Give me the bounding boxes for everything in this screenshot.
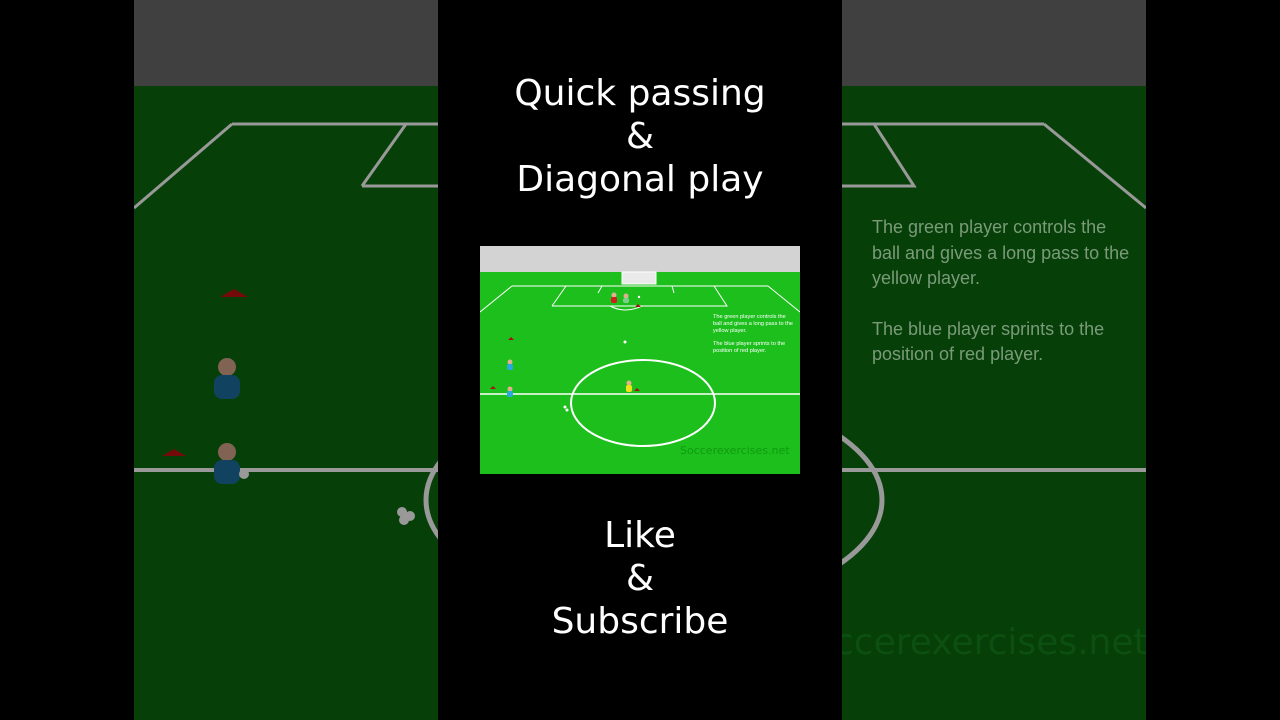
bg-line-penalty-left	[134, 122, 233, 210]
title-line-2: &	[625, 116, 655, 157]
bg-blue-player-1	[214, 358, 240, 399]
cone-2	[490, 386, 496, 389]
background-watermark: ccerexercises.net	[834, 622, 1146, 663]
diagram-pitch-lines	[480, 271, 800, 447]
drill-instruction-1: The green player controls the ball and g…	[713, 314, 793, 334]
ball-top	[637, 295, 641, 299]
penalty-arc	[609, 305, 643, 311]
background-instruction-1: The green player controls the ball and g…	[872, 217, 1130, 288]
title-line-3: Diagonal play	[516, 159, 764, 200]
background-instruction-2: The blue player sprints to the position …	[872, 318, 1105, 365]
cone-4	[635, 304, 641, 307]
line-right-side	[767, 285, 800, 313]
bg-cone-1	[220, 289, 248, 297]
blue-player-2	[507, 386, 513, 397]
bg-ball-1	[239, 469, 249, 479]
cta-line-2: &	[625, 558, 655, 599]
yellow-player	[626, 380, 632, 392]
bg-ball-pile	[397, 507, 415, 525]
drill-instruction-2: The blue player sprints to the position …	[713, 341, 786, 354]
red-player	[611, 292, 617, 303]
goal-net	[621, 271, 657, 285]
background-instructions: The green player controls the ball and g…	[872, 215, 1132, 393]
call-to-action: Like & Subscribe	[438, 514, 842, 643]
line-left-side	[480, 285, 513, 313]
ball-pile	[563, 405, 569, 412]
title-line-1: Quick passing	[514, 73, 766, 114]
drill-diagram: The green player controls the ball and g…	[480, 246, 800, 474]
bg-line-penalty-right	[1043, 122, 1146, 210]
short-video-panel[interactable]: Quick passing & Diagonal play	[438, 0, 842, 720]
video-title: Quick passing & Diagonal play	[438, 72, 842, 201]
cta-line-1: Like	[604, 515, 676, 556]
diagram-sky	[480, 246, 800, 274]
drill-instructions: The green player controls the ball and g…	[713, 314, 793, 361]
green-player	[623, 293, 629, 303]
goal-box	[597, 285, 675, 294]
bg-cone-2	[162, 449, 186, 456]
cone-3	[634, 388, 640, 391]
penalty-box	[551, 285, 728, 307]
bg-blue-player-2	[214, 443, 240, 484]
center-circle	[570, 359, 716, 447]
cta-line-3: Subscribe	[551, 601, 729, 642]
ball-middle	[623, 340, 627, 344]
drill-watermark: Soccerexercises.net	[680, 444, 790, 457]
blue-player-1	[507, 359, 513, 370]
cone-1	[508, 337, 514, 340]
